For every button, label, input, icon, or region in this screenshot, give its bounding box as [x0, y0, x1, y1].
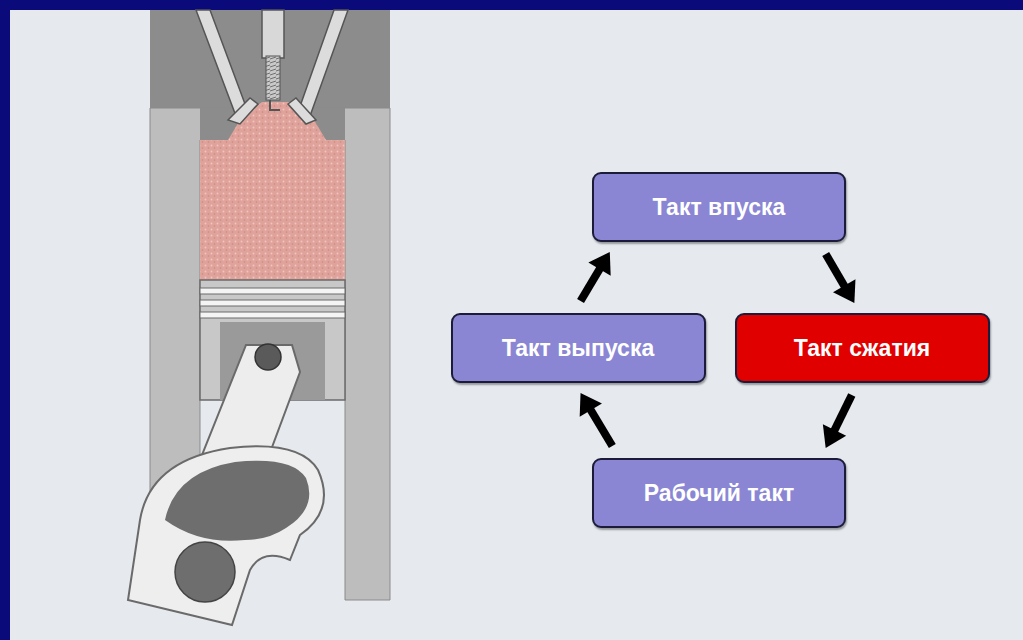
stroke-box: Такт выпуска: [451, 313, 706, 383]
cylinder-head: [150, 10, 390, 108]
cycle-arrow: [823, 395, 852, 448]
intake-valve: [196, 10, 248, 116]
cycle-arrow: [826, 254, 856, 303]
spark-plug: [262, 10, 284, 58]
stroke-label: Такт сжатия: [794, 335, 930, 362]
fuel-mixture: [200, 102, 345, 282]
crankshaft: [128, 446, 324, 625]
exhaust-valve: [298, 10, 348, 116]
active-stroke-box: Такт сжатия: [735, 313, 990, 383]
cycle-arrow: [580, 393, 613, 446]
stroke-label: Такт выпуска: [502, 335, 654, 362]
cycle-arrow: [581, 252, 611, 301]
piston-pin: [255, 344, 281, 370]
stroke-label: Рабочий такт: [644, 480, 794, 507]
stroke-box: Рабочий такт: [592, 458, 846, 528]
stroke-label: Такт впуска: [653, 194, 786, 221]
stroke-box: Такт впуска: [592, 172, 846, 242]
